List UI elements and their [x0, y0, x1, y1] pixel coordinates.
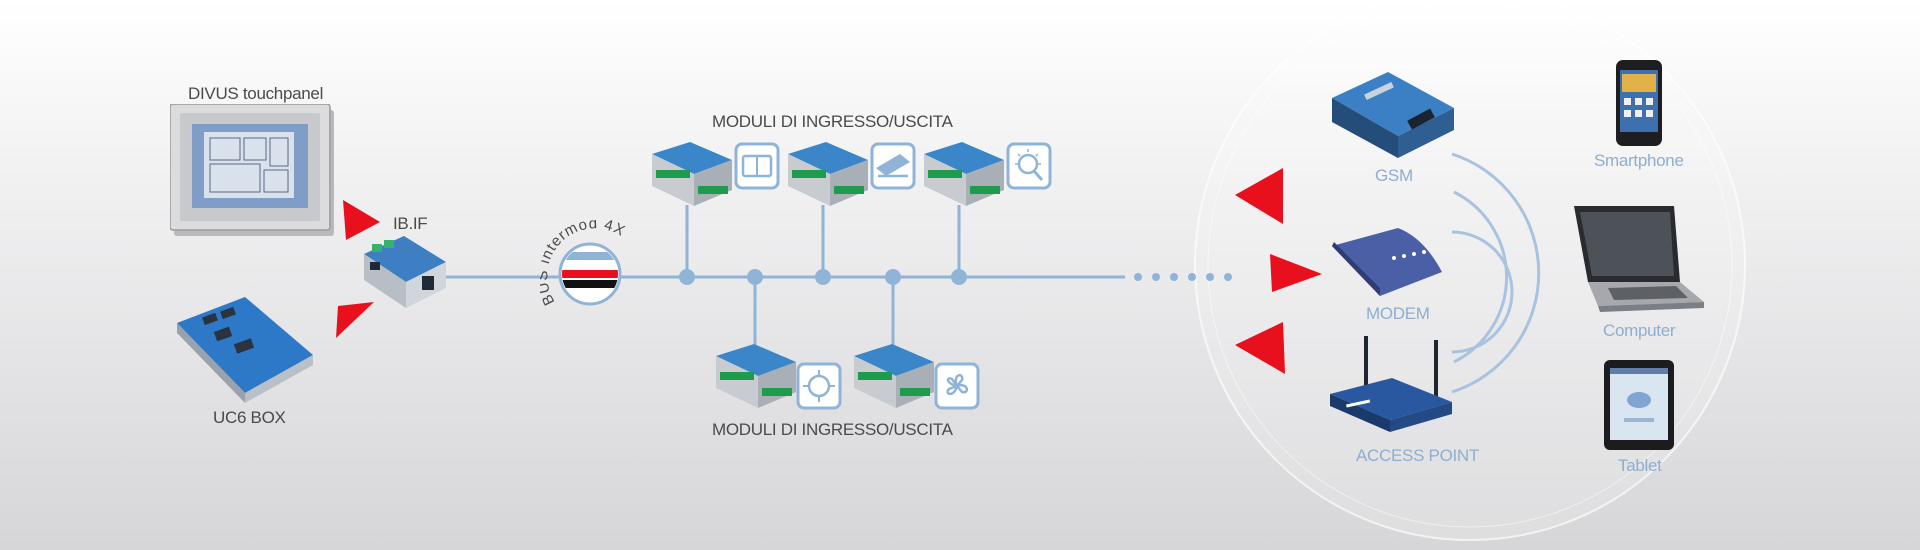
gsm-label: GSM [1375, 166, 1413, 185]
fan-icon [934, 362, 980, 410]
svg-text:BUS intermod 4X: BUS intermod 4X [540, 220, 628, 308]
uc6-box-device [177, 297, 313, 403]
bus-junction-nodes [679, 269, 967, 285]
io-module-bottom-1 [716, 344, 796, 408]
arrow-touchpanel-to-ibif [343, 200, 380, 240]
uc6-box-label: UC6 BOX [213, 408, 286, 427]
bus-label: BUS intermod 4X [540, 220, 628, 308]
io-module-bottom-2 [854, 344, 934, 408]
io-module-top-3 [924, 142, 1004, 206]
access-point-device [1330, 336, 1452, 432]
modem-device [1332, 228, 1442, 296]
touchpanel-label: DIVUS touchpanel [188, 84, 324, 103]
computer-label: Computer [1603, 321, 1676, 340]
gsm-device [1332, 72, 1454, 158]
tablet-device [1604, 360, 1674, 450]
bus-label-text: BUS intermod 4X [540, 220, 627, 308]
arrow-uc6-to-ibif [336, 302, 374, 338]
smartphone-device [1616, 60, 1662, 146]
bus-continuation-dots [1134, 273, 1232, 281]
wireless-zone-inner-circle [1207, 2, 1733, 528]
access-point-label: ACCESS POINT [1356, 446, 1479, 465]
bus-cable-icon [558, 242, 622, 306]
arrows [336, 168, 1322, 374]
modules-bottom-label: MODULI DI INGRESSO/USCITA [712, 420, 953, 439]
bottom-module-drops [753, 277, 895, 345]
io-module-top-1 [652, 142, 732, 206]
heating-icon [796, 362, 842, 410]
touchpanel-device [170, 104, 334, 236]
card-reader-icon [870, 142, 916, 190]
smartphone-label: Smartphone [1594, 151, 1684, 170]
modem-label: MODEM [1366, 304, 1430, 323]
computer-device [1574, 206, 1704, 312]
io-module-top-2 [788, 142, 868, 206]
arrow-gsm [1235, 168, 1283, 224]
modules-top-label: MODULI DI INGRESSO/USCITA [712, 112, 953, 131]
ibif-device [364, 236, 446, 308]
arrow-access-point [1235, 322, 1285, 374]
wireless-waves [1451, 152, 1541, 394]
tablet-label: Tablet [1618, 456, 1662, 475]
light-sensor-icon [1006, 142, 1052, 190]
switch-panel-icon [734, 142, 780, 190]
arrow-modem [1270, 254, 1322, 292]
ibif-label: IB.IF [393, 214, 428, 233]
top-module-drops [685, 205, 961, 277]
